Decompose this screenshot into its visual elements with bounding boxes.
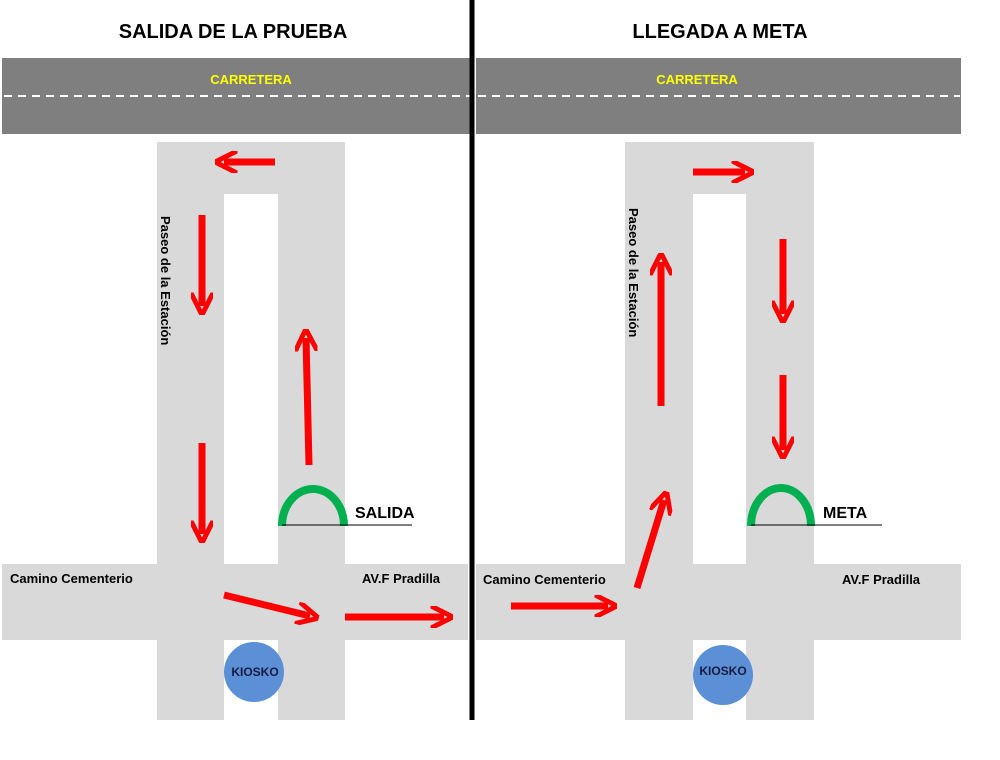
right-paseo-label: Paseo de la Estación	[626, 208, 641, 337]
left-kiosk-label: KIOSKO	[231, 665, 278, 679]
left-start-arch-icon	[278, 485, 348, 527]
right-meta-label: META	[823, 505, 868, 522]
right-carretera-label: CARRETERA	[656, 72, 738, 87]
left-avenida-label: AV.F Pradilla	[362, 571, 441, 586]
left-salida-label: SALIDA	[355, 505, 415, 522]
left-carretera-label: CARRETERA	[210, 72, 292, 87]
right-arrow-2-icon	[633, 500, 664, 590]
right-street-camino	[476, 564, 961, 640]
right-finish-arch-icon	[747, 484, 815, 527]
left-street-camino	[2, 564, 468, 640]
left-kiosk-icon	[224, 642, 284, 702]
left-panel: SALIDA DE LA PRUEBA CARRETERA Paseo de l…	[2, 21, 470, 720]
right-title: LLEGADA A META	[632, 21, 807, 43]
right-camino-label: Camino Cementerio	[483, 572, 606, 587]
left-title: SALIDA DE LA PRUEBA	[119, 21, 348, 43]
right-kiosk-label: KIOSKO	[699, 664, 746, 678]
left-arrow-1-icon	[306, 338, 309, 466]
left-paseo-label: Paseo de la Estación	[158, 216, 173, 345]
right-panel: LLEGADA A META CARRETERA Paseo de la Est…	[476, 21, 961, 720]
left-arrow-5-icon	[223, 591, 310, 616]
left-camino-label: Camino Cementerio	[10, 571, 133, 586]
right-kiosk-icon	[693, 645, 753, 705]
right-avenida-label: AV.F Pradilla	[842, 572, 921, 587]
